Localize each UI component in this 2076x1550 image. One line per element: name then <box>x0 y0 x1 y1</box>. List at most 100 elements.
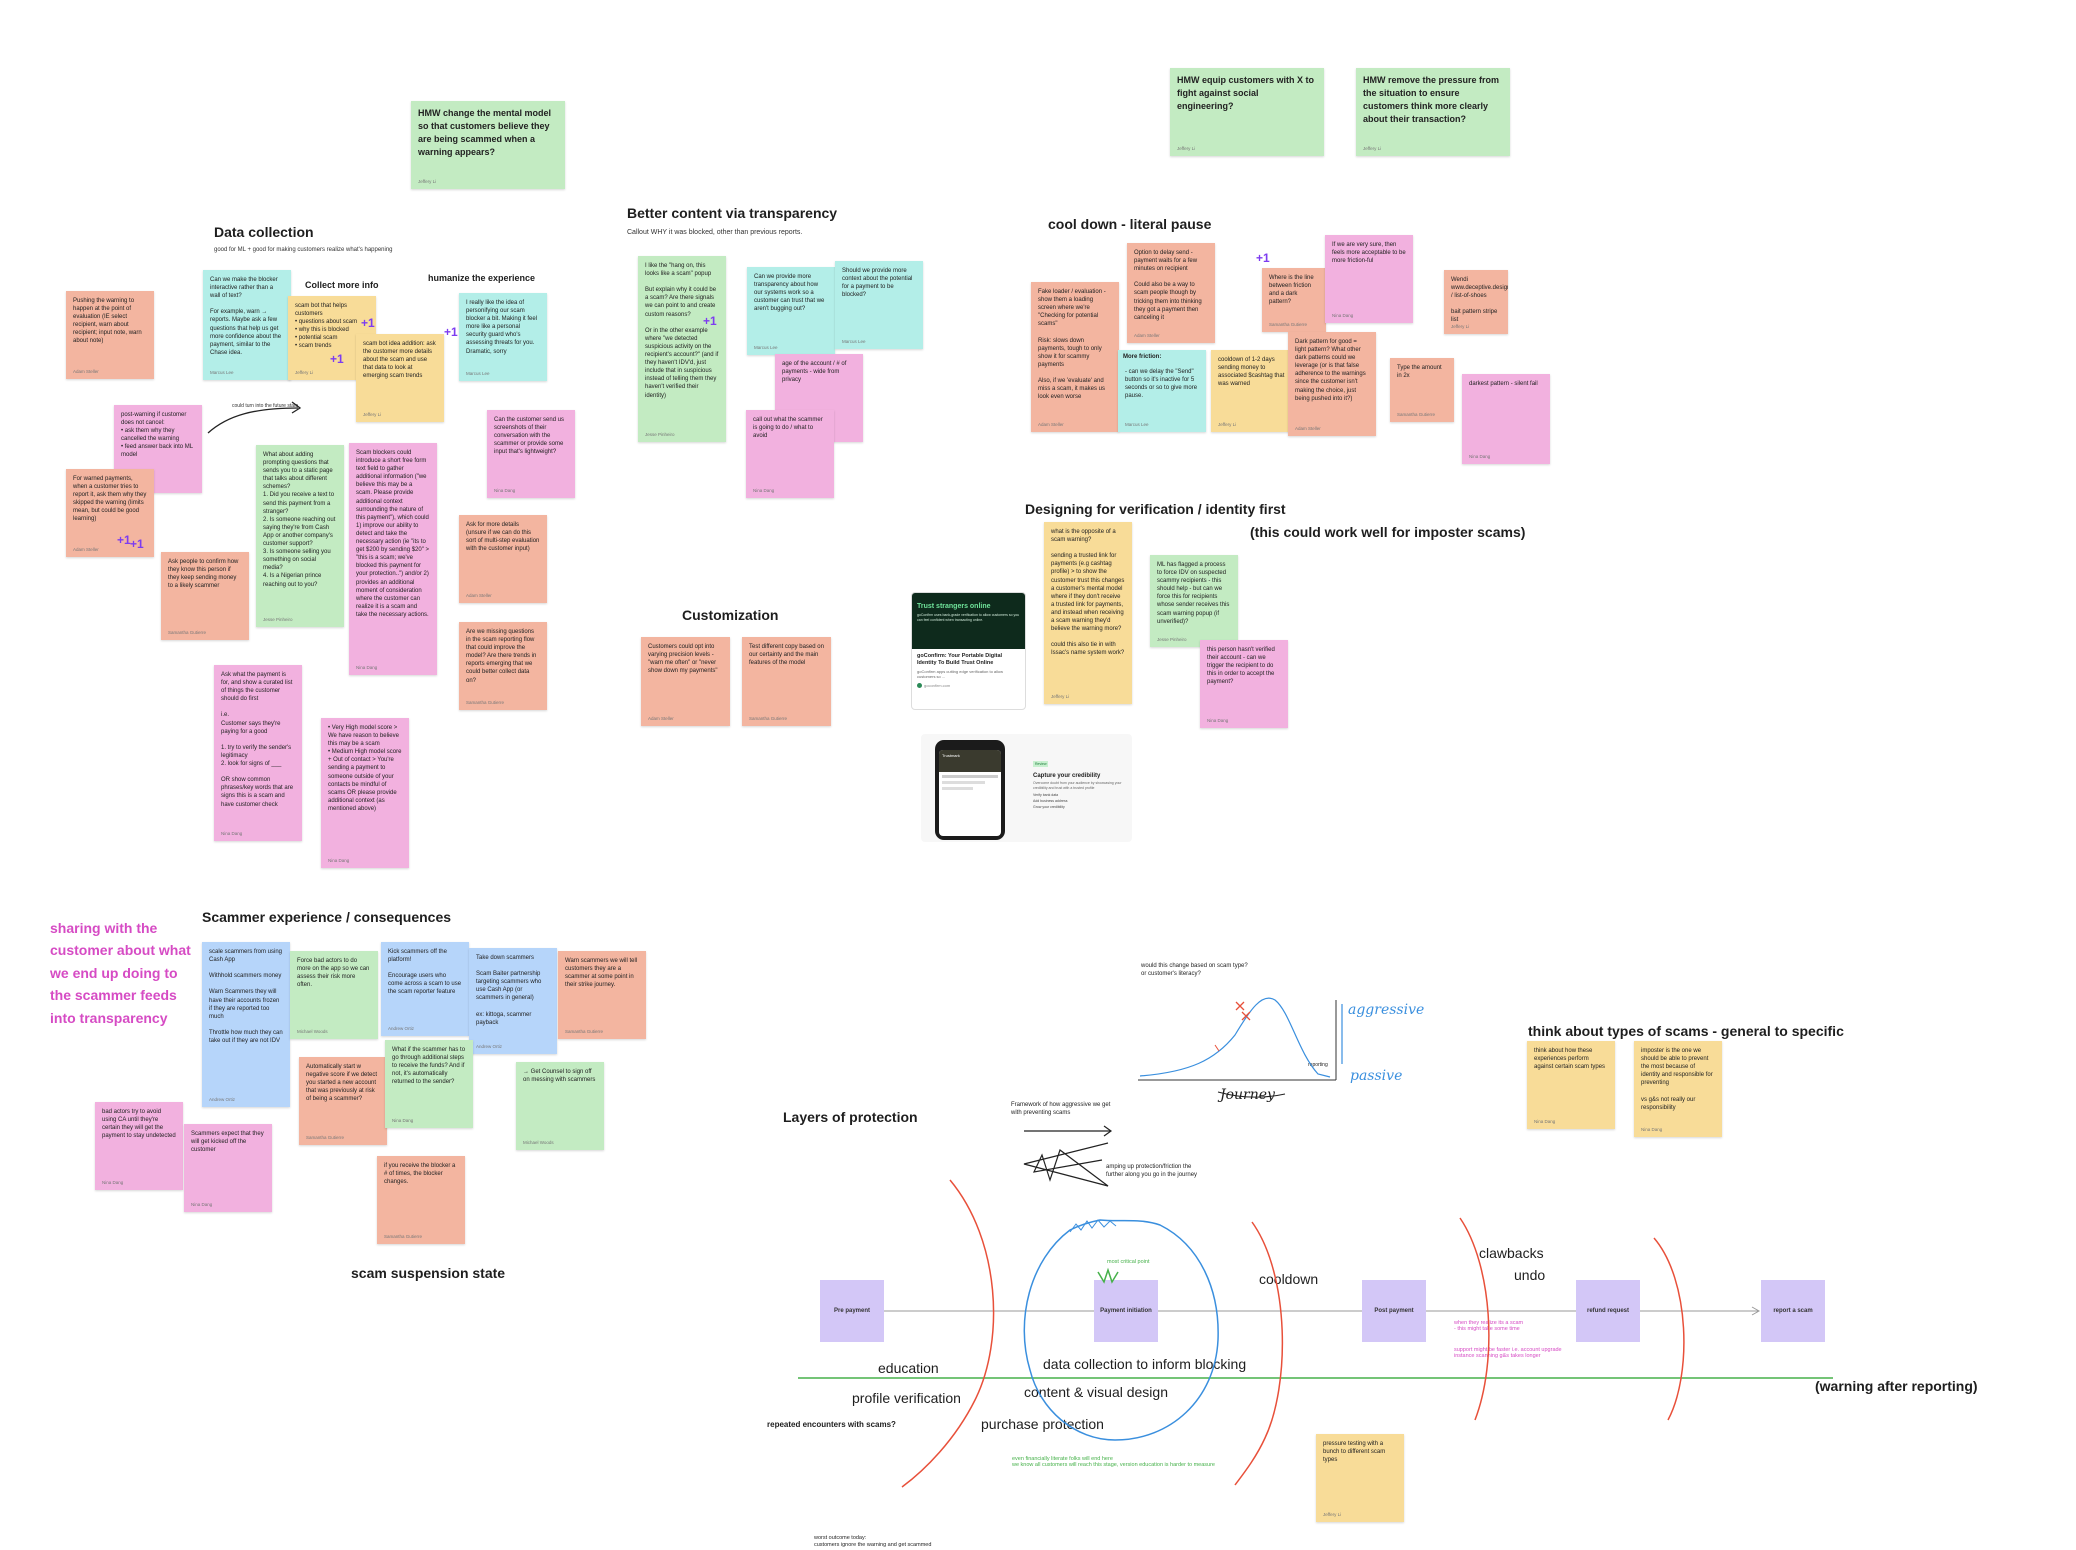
stage-payment-initiation[interactable]: Payment initiation <box>1094 1280 1158 1342</box>
sticky-cd-3[interactable]: - can we delay the "Send" button so it's… <box>1118 350 1206 432</box>
phone-mockup: Trustmark <box>935 740 1005 840</box>
sticky-ts-2[interactable]: imposter is the one we should be able to… <box>1634 1041 1722 1137</box>
stage-refund-request[interactable]: refund request <box>1576 1280 1640 1342</box>
sticky-vf-3[interactable]: this person hasn't verified their accoun… <box>1200 640 1288 728</box>
journey-handwritten-label: Journey <box>1220 1087 1275 1103</box>
sticky-dc-2[interactable]: Can we make the blocker interactive rath… <box>203 270 291 380</box>
sticky-dc-12[interactable]: Are we missing questions in the scam rep… <box>459 622 547 710</box>
better-content-subheading: Callout WHY it was blocked, other than p… <box>627 229 803 236</box>
credibility-title: Capture your credibility <box>1033 773 1101 779</box>
sticky-se-7[interactable]: What if the scammer has to go through ad… <box>385 1040 473 1128</box>
goconfirm-link-card[interactable]: Trust strangers online goConfirm uses ba… <box>911 592 1026 710</box>
sticky-dc-10[interactable]: Can the customer send us screenshots of … <box>487 410 575 498</box>
goconfirm-link-title[interactable]: goConfirm: Your Portable Digital Identit… <box>917 653 1003 667</box>
stage-post-payment[interactable]: Post payment <box>1362 1280 1426 1342</box>
sticky-se-5[interactable]: Warn scammers we will tell customers the… <box>558 951 646 1039</box>
sticky-dc-4[interactable]: scam bot idea addition: ask the customer… <box>356 334 444 422</box>
sticky-bc-5[interactable]: call out what the scammer is going to do… <box>746 410 834 498</box>
sticky-cd-8[interactable]: Wendi www.deceptive.design / list-of-sho… <box>1444 270 1508 334</box>
sticky-se-8[interactable]: → Get Counsel to sign off on messing wit… <box>516 1062 604 1150</box>
sticky-cd-6[interactable]: If we are very sure, then feels more acc… <box>1325 235 1413 323</box>
data-collection-blocking-label: data collection to inform blocking <box>1043 1356 1247 1372</box>
plus-one-badge: +1 <box>361 316 375 330</box>
sticky-dc-11[interactable]: Ask for more details (unsure if we can d… <box>459 515 547 603</box>
plus-one-badge: +1 <box>117 533 131 547</box>
sticky-cd-4[interactable]: cooldown of 1-2 days sending money to as… <box>1211 350 1299 432</box>
realize-scam-note: when they realize its a scam - this migh… <box>1454 1320 1524 1332</box>
sticky-se-3[interactable]: Kick scammers off the platform! Encourag… <box>381 942 469 1036</box>
sticky-cd-2[interactable]: Option to delay send - payment waits for… <box>1127 243 1215 343</box>
sticky-vf-1[interactable]: what is the opposite of a scam warning? … <box>1044 522 1132 704</box>
sticky-ts-1[interactable]: think about how these experiences perfor… <box>1527 1041 1615 1129</box>
sticky-dc-7[interactable]: For warned payments, when a customer tri… <box>66 469 154 557</box>
data-collection-subheading: good for ML + good for making customers … <box>214 247 393 253</box>
sticky-se-6[interactable]: Automatically start w negative score if … <box>299 1057 387 1145</box>
hmw-pressure-sticky[interactable]: HMW remove the pressure from the situati… <box>1356 68 1510 156</box>
goconfirm-banner-desc: goConfirm uses bank-grade verification t… <box>917 613 1020 622</box>
sticky-bc-3[interactable]: Should we provide more context about the… <box>835 261 923 349</box>
hmw-social-engineering-sticky[interactable]: HMW equip customers with X to fight agai… <box>1170 68 1324 156</box>
passive-handwritten-label: passive <box>1350 1068 1403 1084</box>
sticky-cd-1[interactable]: Fake loader / evaluation - show them a l… <box>1031 282 1119 432</box>
credibility-screenshot-card[interactable]: Trustmark Review Capture your credibilit… <box>921 734 1132 842</box>
stage-pre-payment[interactable]: Pre payment <box>820 1280 884 1342</box>
sticky-cd-7[interactable]: Dark pattern for good = light pattern? W… <box>1288 332 1376 436</box>
sticky-dc-1[interactable]: Pushing the warning to happen at the poi… <box>66 291 154 379</box>
verification-subheading: (this could work well for imposter scams… <box>1250 524 1526 540</box>
sticky-bc-1[interactable]: I like the "hang on, this looks like a s… <box>638 256 726 442</box>
collect-more-info-heading: Collect more info <box>305 280 379 290</box>
profile-verification-label: profile verification <box>852 1390 961 1406</box>
sticky-bc-2[interactable]: Can we provide more transparency about h… <box>747 267 835 355</box>
sticky-cu-2[interactable]: Test different copy based on our certain… <box>742 637 831 726</box>
sticky-dc-9[interactable]: Scam blockers could introduce a short fr… <box>349 443 437 675</box>
repeated-encounters-note: repeated encounters with scams? <box>767 1420 896 1429</box>
stage-report-a-scam[interactable]: report a scam <box>1761 1280 1825 1342</box>
content-visual-design-label: content & visual design <box>1024 1384 1168 1400</box>
worst-outcome-note: worst outcome today: customers ignore th… <box>814 1535 932 1549</box>
red-boundary-curve <box>901 1179 995 1488</box>
sticky-dc-14[interactable]: Ask what the payment is for, and show a … <box>214 665 302 841</box>
goconfirm-link-desc: goConfirm apps cutting edge verification… <box>917 669 1004 680</box>
sticky-dc-15[interactable]: • Very High model score > We have reason… <box>321 718 409 868</box>
goconfirm-favicon-icon <box>917 682 922 688</box>
sticky-cd-5[interactable]: Where is the line between friction and a… <box>1262 268 1326 332</box>
types-of-scams-heading: think about types of scams - general to … <box>1528 1023 1844 1039</box>
phone-header-text: Trustmark <box>942 753 960 758</box>
goconfirm-domain: goconfirm.com <box>924 682 951 688</box>
curved-arrow-icon <box>207 407 299 434</box>
hmw-mental-model-sticky[interactable]: HMW change the mental model so that cust… <box>411 101 565 189</box>
credibility-desc: Overcome doubt from your audience by sho… <box>1033 781 1122 790</box>
chart-question-text: would this change based on scam type? or… <box>1141 963 1248 978</box>
sticky-dc-5[interactable]: I really like the idea of personifying o… <box>459 293 547 381</box>
scammer-experience-heading: Scammer experience / consequences <box>202 909 452 925</box>
sticky-lp-1[interactable]: pressure testing with a bunch to differe… <box>1316 1434 1404 1522</box>
sticky-se-9[interactable]: bad actors try to avoid using CA until t… <box>95 1102 183 1190</box>
purchase-protection-label: purchase protection <box>981 1416 1104 1432</box>
sticky-se-11[interactable]: if you receive the blocker a # of times,… <box>377 1156 465 1244</box>
sticky-se-4[interactable]: Take down scammers Scam Baiter partnersh… <box>469 948 557 1054</box>
sticky-se-1[interactable]: scale scammers from using Cash App Withh… <box>202 942 290 1107</box>
sticky-dc-13[interactable]: Ask people to confirm how they know this… <box>161 552 249 640</box>
chart-x-label: reporting <box>1308 1062 1328 1068</box>
customization-heading: Customization <box>682 607 779 623</box>
review-tag: Review <box>1033 761 1049 767</box>
plus-one-badge: +1 <box>444 325 458 339</box>
sticky-se-10[interactable]: Scammers expect that they will get kicke… <box>184 1124 272 1212</box>
better-content-heading: Better content via transparency <box>627 205 838 221</box>
sticky-dc-8[interactable]: What about adding prompting questions th… <box>256 445 344 627</box>
plus-one-badge: +1 <box>1256 251 1270 265</box>
more-friction-label: More friction: <box>1123 354 1162 360</box>
sticky-cu-1[interactable]: Customers could opt into varying precisi… <box>641 637 730 726</box>
education-measure-note: even financially literate folks will end… <box>1012 1456 1215 1468</box>
layers-of-protection-heading: Layers of protection <box>783 1109 918 1125</box>
credibility-bullet: Grow your credibility <box>1033 805 1065 810</box>
ramping-note: amping up protection/friction the furthe… <box>1106 1164 1198 1179</box>
sticky-vf-2[interactable]: ML has flagged a process to force IDV on… <box>1150 555 1238 647</box>
sticky-se-2[interactable]: Force bad actors to do more on the app s… <box>290 951 378 1039</box>
sharing-transparency-note: sharing with the customer about what we … <box>50 920 191 1026</box>
verification-heading: Designing for verification / identity fi… <box>1025 501 1286 517</box>
scam-suspension-heading: scam suspension state <box>351 1265 506 1281</box>
